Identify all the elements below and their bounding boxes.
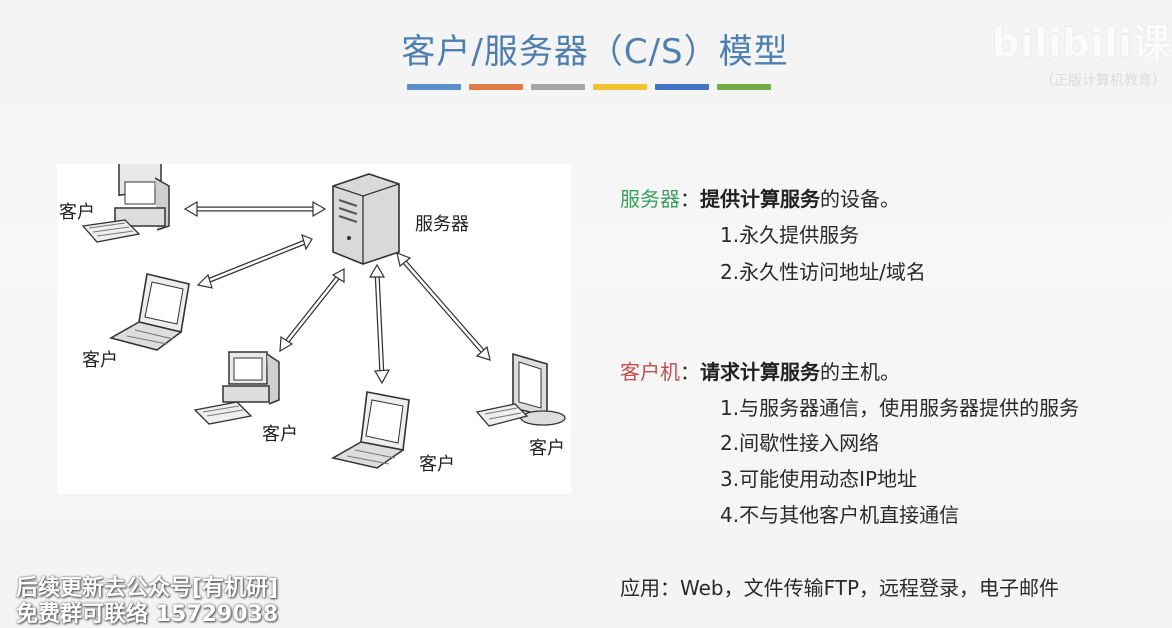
color-bar-segment (717, 84, 771, 90)
lcd-client-icon (475, 352, 566, 427)
slide-title: 客户/服务器（C/S）模型 (401, 32, 789, 72)
color-bar-segment (531, 84, 585, 90)
client-item: 4.不与其他客户机直接通信 (720, 503, 960, 527)
laptop-client-icon (330, 391, 410, 469)
logo-subtitle: （正版计算机教育） (1040, 73, 1166, 89)
server-desc-rest: 的设备。 (820, 187, 900, 211)
title-color-bar (407, 84, 771, 90)
watermark-text: 免费群可联络 15729038 (16, 602, 279, 627)
server-definition: 服务器：提供计算服务的设备。 (620, 183, 900, 212)
watermark-text: 后续更新去公众号[有机研] (16, 576, 279, 601)
client-definition: 客户机：请求计算服务的主机。 (620, 356, 900, 385)
desktop-client-icon (81, 164, 170, 243)
server-term: 服务器 (620, 187, 680, 211)
bilibili-logo: bilibili课堂 (992, 21, 1172, 65)
client-label: 客户 (82, 350, 118, 371)
server-icon (332, 173, 400, 265)
client-colon: ： (680, 360, 700, 384)
color-bar-segment (469, 84, 523, 90)
client-item: 1.与服务器通信，使用服务器提供的服务 (720, 396, 1080, 420)
client-label: 客户 (419, 454, 455, 475)
color-bar-segment (593, 84, 647, 90)
client-item: 3.可能使用动态IP地址 (720, 467, 918, 491)
color-bar-segment (407, 84, 461, 90)
server-desc-bold: 提供计算服务 (700, 187, 820, 211)
server-label: 服务器 (415, 214, 469, 235)
client-label: 客户 (529, 438, 565, 459)
client-item: 2.间歇性接入网络 (720, 431, 880, 455)
cs-model-diagram: 客户 服务器 客户 客户 客户 客户 (57, 164, 571, 494)
client-label: 客户 (59, 202, 95, 223)
server-colon: ： (680, 187, 700, 211)
desktop-client-icon (193, 351, 280, 425)
client-label: 客户 (262, 424, 298, 445)
laptop-client-icon (109, 273, 190, 351)
network-diagram-svg (81, 164, 566, 469)
client-term: 客户机 (620, 360, 680, 384)
server-item: 1.永久提供服务 (720, 223, 860, 247)
server-item: 2.永久性访问地址/域名 (720, 260, 926, 284)
client-desc-bold: 请求计算服务 (700, 360, 820, 384)
color-bar-segment (655, 84, 709, 90)
client-desc-rest: 的主机。 (820, 360, 900, 384)
application-line: 应用：Web，文件传输FTP，远程登录，电子邮件 (620, 576, 1060, 600)
